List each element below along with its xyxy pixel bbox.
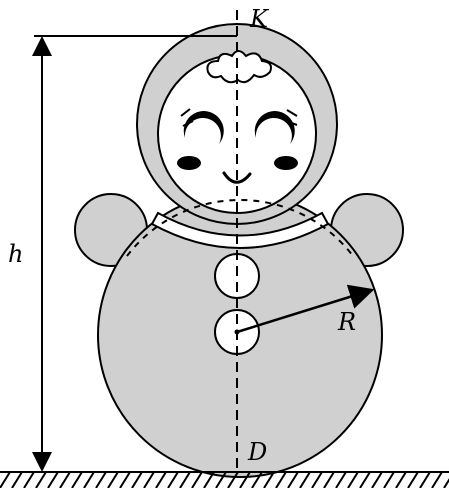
hidden-body-arc	[126, 199, 354, 257]
radius-arrow	[236, 284, 375, 334]
label-d: D	[247, 438, 267, 466]
mouth	[222, 171, 252, 184]
right-eye	[254, 109, 298, 144]
right-cheek	[274, 156, 298, 170]
label-k: K	[249, 5, 270, 33]
head-bow-shape	[206, 50, 272, 84]
ground-hatching	[0, 472, 449, 488]
label-r: R	[337, 308, 356, 336]
left-cheek	[177, 156, 201, 170]
radius-center-dot	[234, 329, 240, 335]
collar	[150, 211, 330, 249]
left-eye	[180, 108, 224, 144]
label-h: h	[8, 240, 23, 268]
